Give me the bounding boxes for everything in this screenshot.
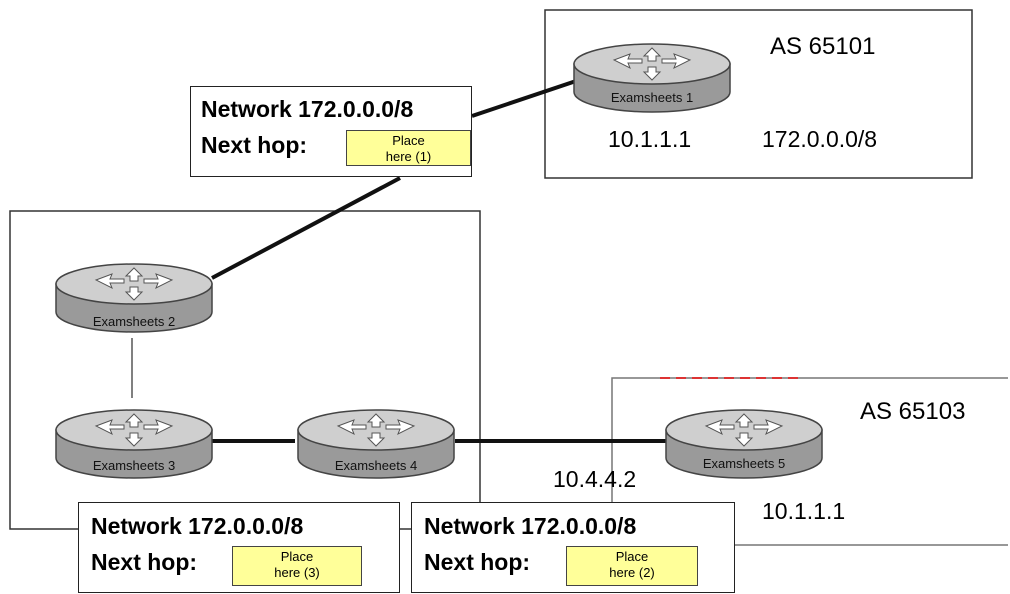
router-name: Examsheets 4 <box>334 458 418 473</box>
router-name: Examsheets 3 <box>92 458 176 473</box>
r1-ip-label: 10.1.1.1 <box>608 126 692 152</box>
callout-nexthop-label: Next hop: <box>201 132 308 158</box>
router-icon <box>55 263 213 333</box>
drop-slot-text-line1: Place <box>615 549 649 564</box>
callout-network-label: Network 172.0.0.0/8 <box>424 513 637 539</box>
drop-slot-2[interactable]: Place here (2) <box>566 546 698 586</box>
router-examsheets-4: Examsheets 4 <box>292 396 460 482</box>
router-icon <box>297 409 455 479</box>
router-name: Examsheets 5 <box>702 456 786 471</box>
drop-slot-text-line1: Place <box>280 549 314 564</box>
link-r1-callout1 <box>471 76 586 118</box>
callout-nexthop-label: Next hop: <box>91 549 198 575</box>
r5-ip-label: 10.1.1.1 <box>762 498 846 524</box>
callout-2: Network 172.0.0.0/8 Next hop: Place here… <box>411 502 735 593</box>
router-name: Examsheets 2 <box>92 314 176 329</box>
router-icon <box>573 43 731 113</box>
link-ip-label: 10.4.4.2 <box>553 466 637 492</box>
drop-slot-text-line2: here (3) <box>274 565 320 580</box>
callout-nexthop-label: Next hop: <box>424 549 531 575</box>
router-icon <box>665 409 823 479</box>
r1-network-label: 172.0.0.0/8 <box>762 126 878 152</box>
as65101-label: AS 65101 <box>770 33 876 60</box>
router-name: Examsheets 1 <box>610 90 694 105</box>
callout-network-label: Network 172.0.0.0/8 <box>201 96 414 122</box>
router-examsheets-5: Examsheets 5 <box>660 396 828 482</box>
router-examsheets-2: Examsheets 2 <box>50 250 218 336</box>
link-callout1-r2 <box>211 176 401 280</box>
drop-slot-text-line2: here (1) <box>385 149 432 164</box>
callout-1: Network 172.0.0.0/8 Next hop: Place here… <box>190 86 472 177</box>
drop-slot-text-line2: here (2) <box>609 565 655 580</box>
router-icon <box>55 409 213 479</box>
as65103-boundary <box>611 377 1008 546</box>
callout-3: Network 172.0.0.0/8 Next hop: Place here… <box>78 502 400 593</box>
drop-slot-text-line1: Place <box>392 133 425 148</box>
router-examsheets-1: Examsheets 1 <box>568 30 736 116</box>
as65103-label: AS 65103 <box>860 398 966 425</box>
drop-slot-3[interactable]: Place here (3) <box>232 546 362 586</box>
as65101-boundary <box>544 9 973 179</box>
callout-network-label: Network 172.0.0.0/8 <box>91 513 304 539</box>
drop-slot-1[interactable]: Place here (1) <box>346 130 471 166</box>
router-examsheets-3: Examsheets 3 <box>50 396 218 482</box>
